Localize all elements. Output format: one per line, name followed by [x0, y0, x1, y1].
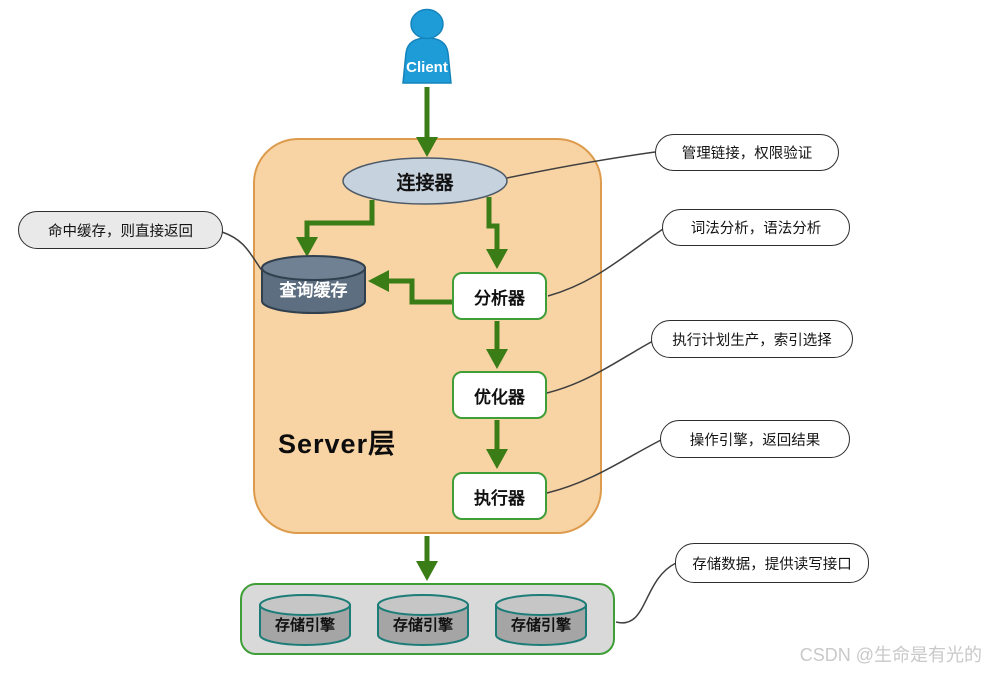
- storage-engine-label-1: 存储引擎: [274, 616, 335, 634]
- executor-label: 执行器: [474, 488, 525, 508]
- callout-executor: 操作引擎，返回结果: [660, 420, 850, 458]
- arrow-connector-to-analyzer: [486, 197, 500, 251]
- connector-node-label: 连接器: [396, 172, 454, 194]
- query-cache-cylinder: [261, 255, 366, 314]
- storage-cylinder-2: [377, 594, 469, 646]
- flow-arrow-lines: [304, 87, 500, 563]
- analyzer-node: 分析器: [452, 272, 547, 320]
- callout-connector: 管理链接，权限验证: [655, 134, 839, 171]
- executor-node: 执行器: [452, 472, 547, 520]
- storage-engine-label-3: 存储引擎: [510, 616, 571, 634]
- query-cache-label: 查询缓存: [279, 280, 348, 300]
- arrow-connector-to-cache: [304, 200, 375, 239]
- client-label: Client: [406, 59, 448, 76]
- watermark-text: CSDN @生命是有光的: [799, 645, 982, 665]
- optimizer-label: 优化器: [474, 387, 525, 407]
- callout-optimizer: 执行计划生产，索引选择: [651, 320, 853, 358]
- callout-cache-hit: 命中缓存，则直接返回: [18, 211, 223, 249]
- callout-connector-lines: [221, 151, 677, 624]
- arrow-analyzer-to-cache: [387, 278, 452, 305]
- flow-arrowheads: [296, 137, 508, 581]
- client-person-icon: [402, 8, 452, 84]
- callout-storage: 存储数据，提供读写接口: [675, 543, 869, 583]
- analyzer-label: 分析器: [474, 288, 525, 308]
- server-layer-title: Server层: [278, 429, 397, 459]
- storage-engine-label-2: 存储引擎: [392, 616, 453, 634]
- optimizer-node: 优化器: [452, 371, 547, 419]
- callout-analyzer: 词法分析，语法分析: [662, 209, 850, 246]
- storage-cylinder-1: [259, 594, 351, 646]
- connector-node-shape: [342, 157, 508, 205]
- storage-cylinder-3: [495, 594, 587, 646]
